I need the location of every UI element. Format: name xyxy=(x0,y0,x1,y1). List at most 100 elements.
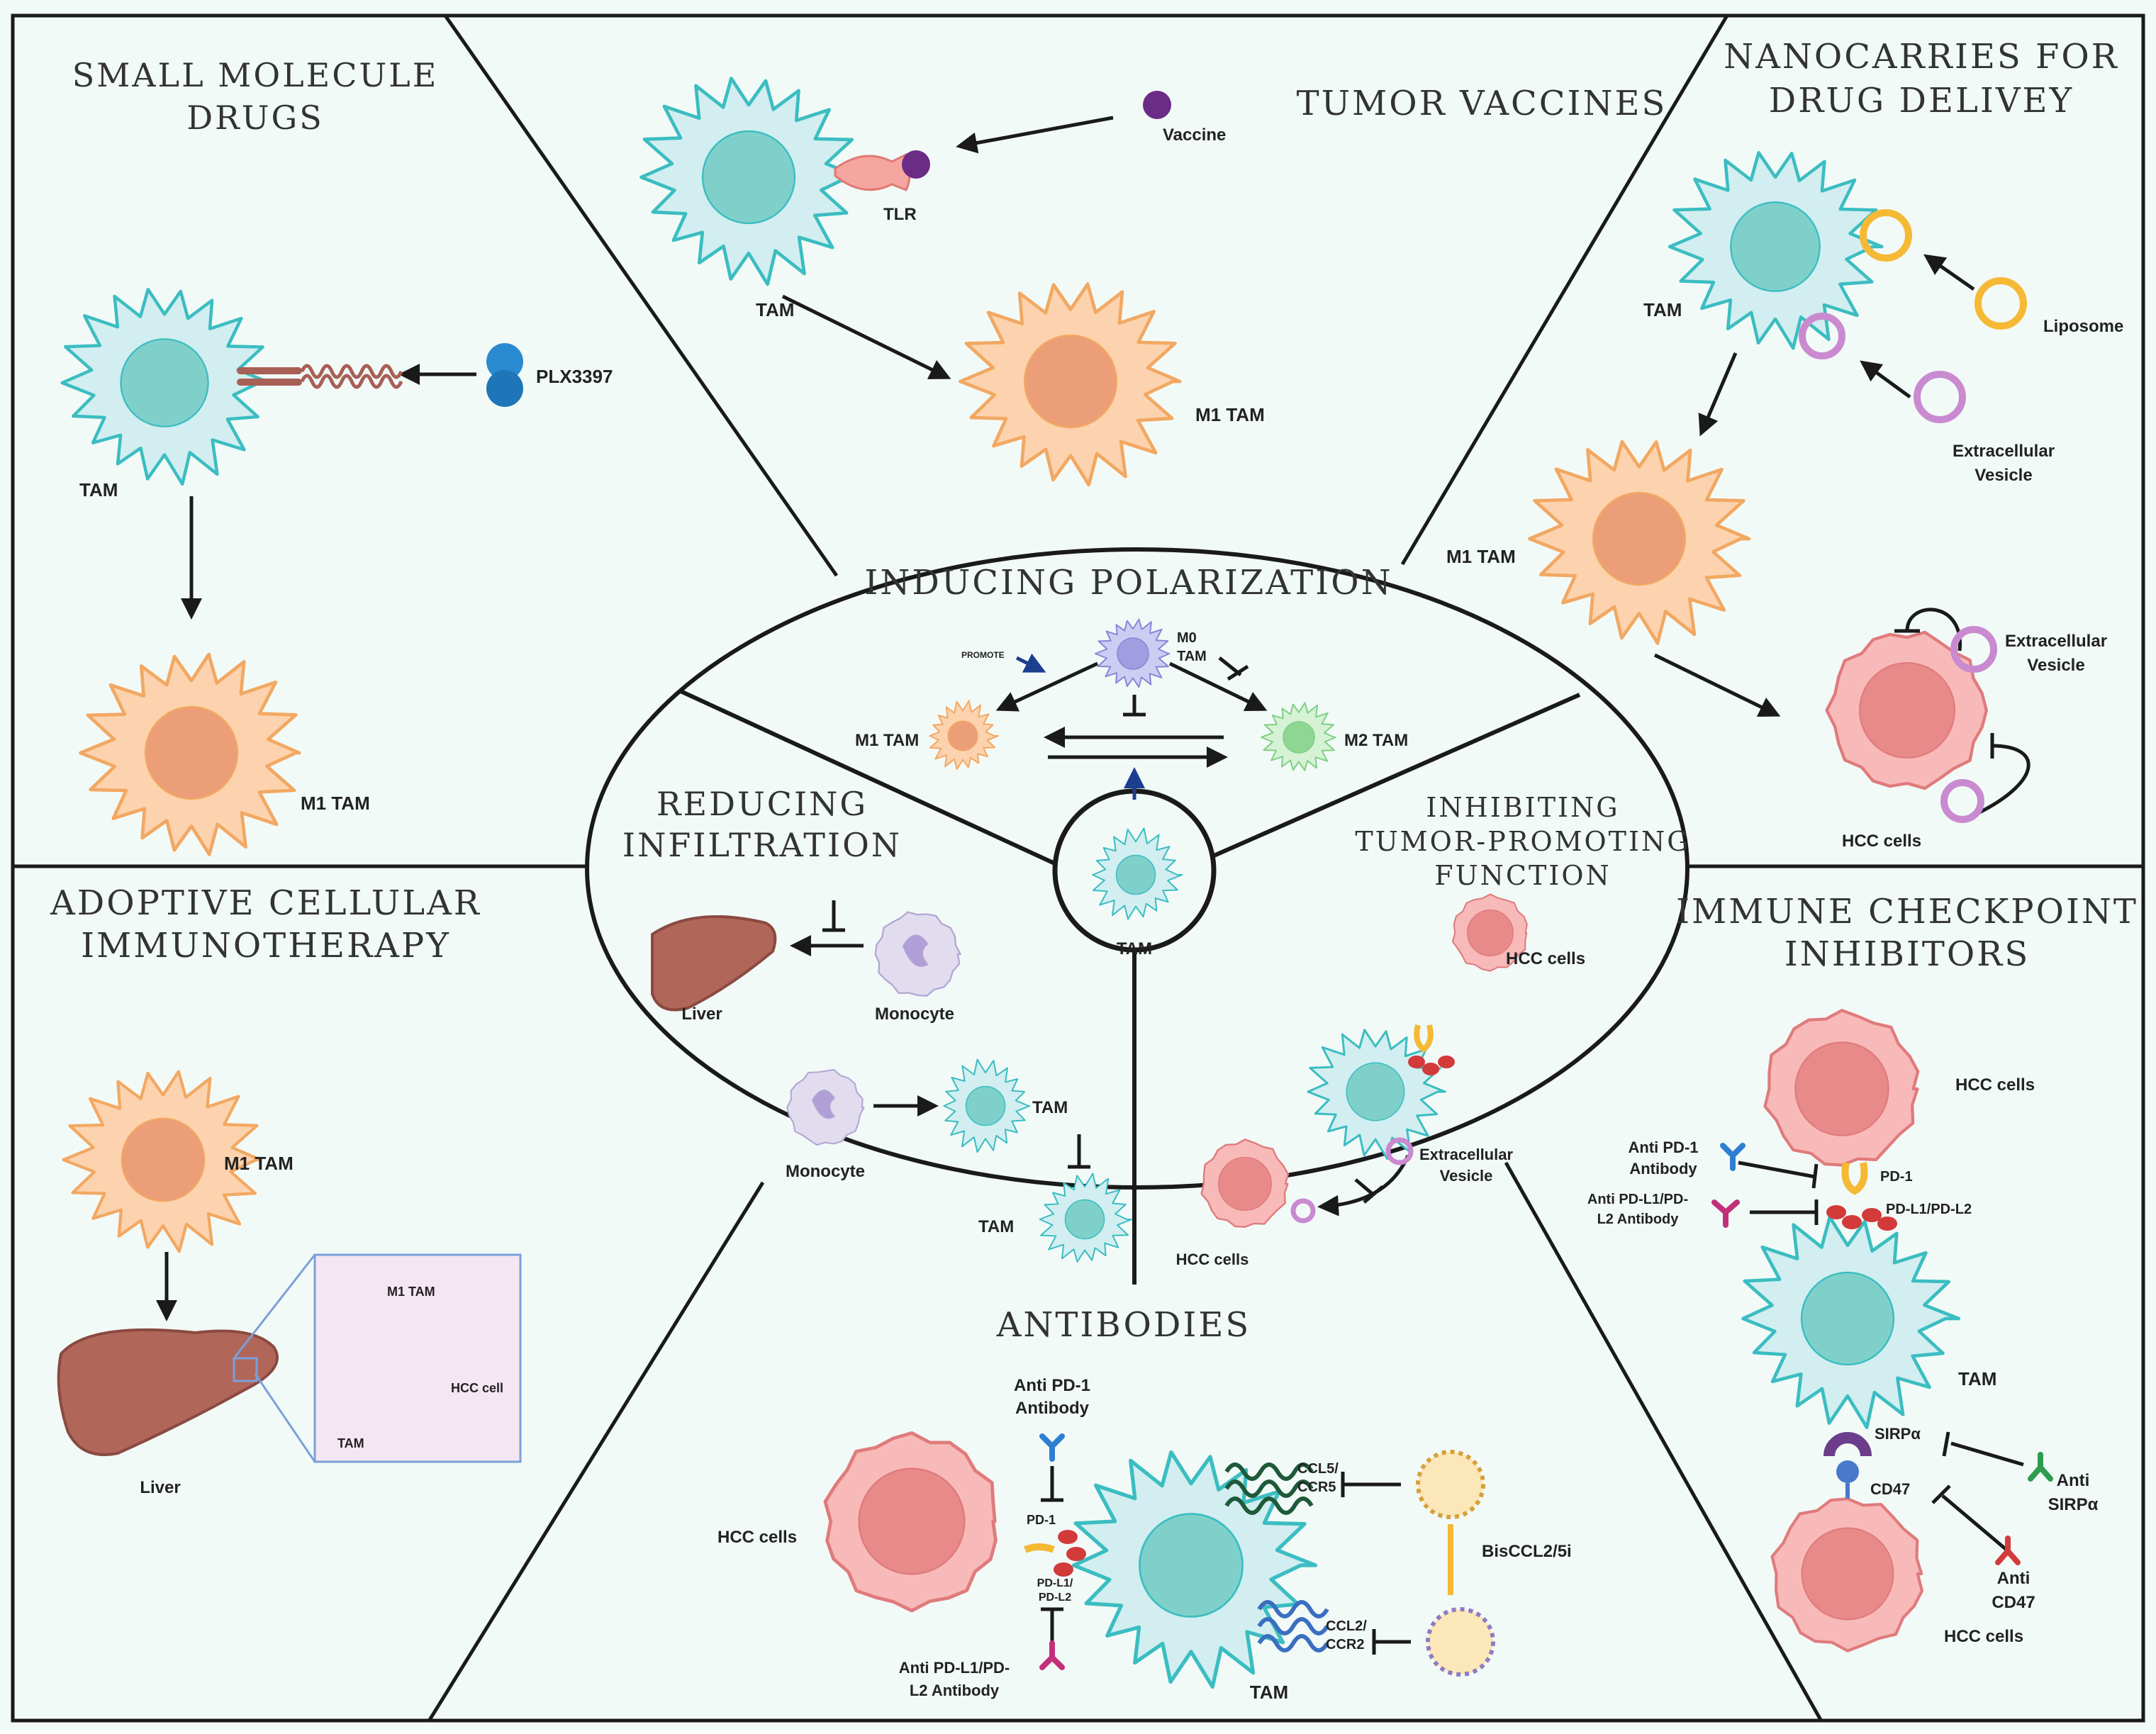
center-tam-b-cell xyxy=(1039,1173,1133,1263)
ci-cd47-label: CD47 xyxy=(1870,1480,1910,1498)
ab-pdlab-label: Anti PD-L1/PD- xyxy=(899,1659,1010,1677)
vaccine-molecule xyxy=(1143,91,1171,119)
tumor-vaccines-title: TUMOR VACCINES xyxy=(1297,84,1668,123)
center-hcc-a-cell xyxy=(1451,893,1528,972)
nanocarriers-title: NANOCARRIES FOR xyxy=(1724,37,2119,77)
ab-pdl-label: PD-L1/ xyxy=(1037,1577,1073,1589)
adoptive-title: ADOPTIVE CELLULAR xyxy=(50,883,481,923)
center-tam-b-label: TAM xyxy=(978,1217,1014,1236)
center-m1-label: M1 TAM xyxy=(855,731,919,750)
adoptive-liver-label: Liver xyxy=(140,1478,180,1497)
ab-ccl2-label-2: CCR2 xyxy=(1326,1637,1364,1652)
ci-pd1ab-label: Anti PD-1 xyxy=(1629,1139,1699,1156)
nc-ev2-label: Extracellular xyxy=(2005,632,2107,651)
arrows-layer xyxy=(156,116,2031,1655)
checkpoint-title: IMMUNE CHECKPOINT xyxy=(1676,892,2138,932)
liver-icon-adoptive xyxy=(57,1328,279,1456)
adoptive-m1-cell xyxy=(62,1070,262,1253)
plx3397-molecule-2 xyxy=(486,370,523,407)
ci-anti-cd47-label: Anti xyxy=(1997,1569,2031,1588)
m0-label-2: TAM xyxy=(1177,649,1207,664)
ev-hcc-top xyxy=(1950,626,1997,673)
center-m2-cell xyxy=(1261,702,1336,771)
ab-bis-label: BisCCL2/5i xyxy=(1482,1542,1572,1561)
ev-center xyxy=(1385,1137,1414,1165)
antibodies-title: ANTIBODIES xyxy=(996,1305,1251,1345)
ab-ccl5-label: CCL5/ xyxy=(1297,1461,1339,1477)
ev-loop-bottom xyxy=(1978,744,2031,815)
ab-pd1ab-label-2: Antibody xyxy=(1015,1399,1090,1418)
sm-tam-cell xyxy=(60,287,272,486)
small-molecule-title: SMALL MOLECULE xyxy=(72,56,439,94)
ci-hcc-top-label: HCC cells xyxy=(1955,1075,2035,1095)
center-tam-a-cell xyxy=(943,1058,1031,1153)
m0-label: M0 xyxy=(1177,630,1197,646)
blue-arrows xyxy=(1015,653,1145,800)
cd47-ligand xyxy=(1836,1460,1859,1483)
bisccl-nanoparticle-top xyxy=(1416,1450,1485,1519)
ci-tam-cell xyxy=(1741,1215,1961,1429)
nc-tam-cell xyxy=(1668,151,1884,350)
sm-tam-label: TAM xyxy=(79,479,118,500)
center-ev-label: Extracellular xyxy=(1419,1146,1514,1163)
small-molecule-title-2: DRUGS xyxy=(186,99,324,137)
ab-tam-label: TAM xyxy=(1250,1682,1288,1703)
center-liver-label: Liver xyxy=(681,1005,722,1024)
adoptive-m1-label: M1 TAM xyxy=(224,1153,294,1174)
antibodies-anti-pdl1-icon xyxy=(1039,1640,1065,1670)
center-monocyte2-cell xyxy=(786,1068,865,1146)
ab-pd1ab-label: Anti PD-1 xyxy=(1014,1376,1090,1395)
nc-ev-label: Extracellular xyxy=(1953,442,2055,461)
ab-pdl-label-2: PD-L2 xyxy=(1039,1592,1071,1604)
ab-hcc-label: HCC cells xyxy=(717,1528,797,1547)
outer-frame xyxy=(11,13,2145,1723)
liver-layer xyxy=(57,915,777,1456)
ab-hcc-cell xyxy=(823,1431,998,1613)
center-ev-label-2: Vesicle xyxy=(1440,1167,1493,1185)
anti-sirpa-antibody-icon xyxy=(2028,1452,2053,1482)
vaccine-arrow xyxy=(956,116,1114,154)
section-dividers xyxy=(14,14,2142,1721)
ccr2-receptor xyxy=(1257,1600,1329,1652)
ab-pdlab-label-2: L2 Antibody xyxy=(910,1682,1000,1699)
sirpa-receptor xyxy=(1823,1432,1872,1457)
checkpoint-title-2: INHIBITORS xyxy=(1784,934,2030,974)
csf1r-receptor xyxy=(237,364,403,389)
nanocarriers-title-2: DRUG DELIVEY xyxy=(1769,81,2074,121)
vaccine-polarize-arrow xyxy=(781,294,951,379)
ci-pdlab-label: Anti PD-L1/PD- xyxy=(1587,1192,1688,1207)
center-monocyte-label: Monocyte xyxy=(875,1005,954,1024)
ci-hcc-bottom-cell xyxy=(1770,1497,1924,1652)
promote-label: PROMOTE xyxy=(961,650,1005,660)
m0-cell xyxy=(1094,618,1171,688)
m0-to-m1-arrow xyxy=(995,661,1099,712)
ccr5-receptor xyxy=(1224,1462,1314,1515)
center-monocyte-cell xyxy=(874,911,961,997)
ci-pd1ab-label-2: Antibody xyxy=(1629,1160,1697,1178)
center-m2-label: M2 TAM xyxy=(1344,731,1408,750)
nc-tam-label: TAM xyxy=(1643,299,1682,320)
ab-ccl5-label-2: CCR5 xyxy=(1297,1480,1336,1495)
ci-pdl-label: PD-L1/PD-L2 xyxy=(1886,1202,1972,1217)
tv-m1-cell xyxy=(959,282,1182,487)
m0-to-m2-arrow xyxy=(1168,661,1268,712)
ci-tam-label: TAM xyxy=(1958,1368,1996,1389)
promote-arrow xyxy=(1015,653,1046,673)
inhibiting-title: INHIBITING xyxy=(1426,792,1619,823)
ci-pd1-label: PD-1 xyxy=(1880,1169,1913,1185)
plx3397-label: PLX3397 xyxy=(536,366,613,387)
ev-center-hcc xyxy=(1290,1198,1316,1224)
liposome xyxy=(1975,277,2027,330)
polarization-title: INDUCING POLARIZATION xyxy=(864,563,1392,603)
sm-m1-label: M1 TAM xyxy=(301,793,370,814)
pdl1-ligand xyxy=(1826,1205,1897,1231)
center-hcc-b-label: HCC cells xyxy=(1176,1251,1249,1268)
adoptive-inset-box xyxy=(313,1253,522,1463)
ab-ccl2-label: CCL2/ xyxy=(1326,1618,1367,1634)
bisccl-nanoparticle-bottom xyxy=(1426,1607,1495,1677)
liver-icon-center xyxy=(651,915,777,1012)
tv-tam-cell xyxy=(639,77,862,286)
receptor-layer xyxy=(237,91,2053,1677)
ev-hcc-bottom xyxy=(1940,779,1984,823)
